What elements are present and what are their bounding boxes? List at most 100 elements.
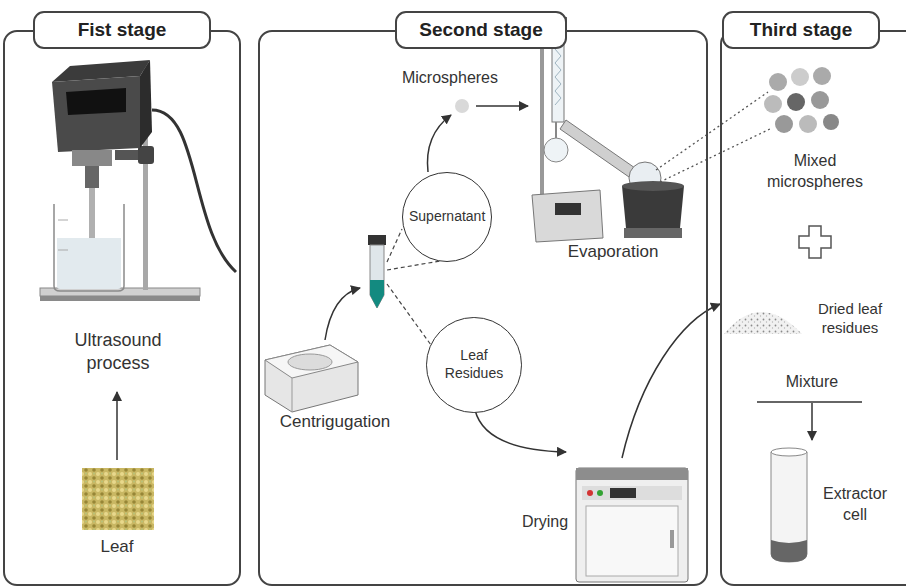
illustration-label: Mixture — [762, 372, 862, 393]
process-circle: Supernatant — [402, 172, 492, 262]
ultrasound-homogenizer — [40, 60, 236, 301]
mixed-microspheres — [823, 114, 839, 130]
ultrasound-homogenizer — [138, 146, 154, 164]
centrifuge — [288, 354, 332, 370]
microsphere — [455, 99, 469, 113]
ultrasound-homogenizer — [58, 220, 68, 221]
leaf-sample — [82, 468, 154, 530]
circle-label: Supernatant — [409, 208, 485, 226]
centrifuge — [265, 345, 358, 412]
plus-sign — [799, 226, 831, 258]
stage-heading: Third stage — [722, 11, 880, 50]
process-arrow — [325, 288, 360, 340]
illustration-label: Drying — [515, 512, 575, 533]
mixed-microspheres — [813, 67, 831, 85]
illustration-label: Ultrasound process — [53, 329, 183, 376]
mixed-microspheres — [791, 68, 809, 86]
drying-oven — [582, 486, 682, 500]
ultrasound-homogenizer — [66, 88, 126, 115]
dried-powder — [724, 312, 802, 334]
ultrasound-homogenizer — [40, 288, 200, 296]
rotary-evaporator — [555, 122, 557, 138]
process-circle: Leaf Residues — [426, 317, 522, 413]
illustration-label: Microspheres — [385, 68, 515, 89]
process-arrow — [475, 410, 566, 452]
ultrasound-homogenizer — [52, 76, 140, 152]
circle-label: Leaf Residues — [436, 347, 512, 382]
stage-panel: Fist stage — [3, 30, 241, 586]
stage-heading: Fist stage — [33, 11, 211, 50]
drying-oven — [610, 488, 636, 498]
drying-oven — [587, 490, 593, 496]
extractor-cell — [771, 448, 807, 562]
ultrasound-homogenizer — [89, 188, 95, 240]
ultrasound-homogenizer — [57, 238, 121, 289]
ultrasound-homogenizer — [140, 60, 152, 148]
mixture-rule — [757, 402, 862, 440]
dashed-leader — [387, 229, 402, 262]
dotted-leader — [656, 92, 772, 182]
process-arrow — [325, 288, 360, 340]
rotary-evaporator — [622, 181, 684, 191]
mixed-microspheres — [769, 73, 787, 91]
rotary-evaporator — [622, 186, 684, 228]
mixture-rule — [757, 401, 862, 403]
mixed-microspheres — [775, 115, 793, 133]
dotted-leader — [660, 128, 772, 182]
mixed-microspheres — [787, 93, 805, 111]
ultrasound-homogenizer — [58, 250, 68, 251]
ultrasound-homogenizer — [40, 296, 200, 301]
stage-heading: Second stage — [395, 11, 567, 50]
centrifuge — [292, 378, 293, 412]
ultrasound-homogenizer — [152, 110, 236, 272]
centrifuge-tube — [368, 235, 386, 308]
plus-sign — [799, 226, 831, 258]
drying-oven — [576, 468, 688, 582]
drying-oven — [670, 530, 674, 548]
process-arrow — [427, 115, 451, 172]
illustration-label: Mixed microspheres — [759, 151, 871, 193]
illustration-label: Evaporation — [548, 241, 678, 263]
process-arrow — [476, 105, 528, 107]
dashed-leader — [387, 261, 440, 270]
rotary-evaporator — [532, 17, 684, 242]
mixture-rule — [811, 403, 813, 440]
rotary-evaporator — [532, 190, 603, 242]
process-arrow — [427, 106, 528, 172]
centrifuge — [265, 345, 358, 412]
mixed-microspheres — [764, 67, 839, 133]
extractor-cell — [771, 448, 807, 456]
illustration-label: Extractor cell — [815, 484, 895, 526]
centrifuge-tube — [370, 280, 384, 308]
ultrasound-homogenizer — [54, 204, 124, 291]
drying-oven — [576, 468, 688, 480]
rotary-evaporator — [540, 40, 544, 205]
process-arrow — [117, 392, 118, 460]
mixed-microspheres — [811, 91, 829, 109]
stage-panel: Second stageSupernatantLeaf Residues — [258, 30, 708, 586]
centrifuge-tube — [370, 245, 384, 308]
drying-oven — [586, 506, 678, 576]
ultrasound-homogenizer — [85, 166, 99, 188]
centrifuge-tube — [368, 235, 386, 245]
extractor-cell — [771, 540, 807, 562]
process-arrow — [116, 392, 118, 460]
microsphere — [455, 99, 469, 113]
dried-powder — [724, 312, 802, 334]
drying-oven — [576, 468, 688, 582]
process-arrow — [622, 304, 720, 458]
rotary-evaporator — [544, 138, 568, 162]
illustration-label: Dried leaf residues — [811, 299, 889, 338]
illustration-label: Leaf — [77, 536, 157, 558]
illustration-label: Centrigugation — [265, 411, 405, 433]
rotary-evaporator — [560, 120, 635, 177]
mixed-microspheres — [764, 95, 782, 113]
rotary-evaporator — [624, 228, 682, 238]
rotary-evaporator — [555, 203, 581, 215]
mixed-microspheres — [799, 115, 817, 133]
dashed-leader — [387, 284, 431, 345]
dotted-leader — [656, 92, 768, 170]
leaf-sample — [82, 468, 154, 530]
